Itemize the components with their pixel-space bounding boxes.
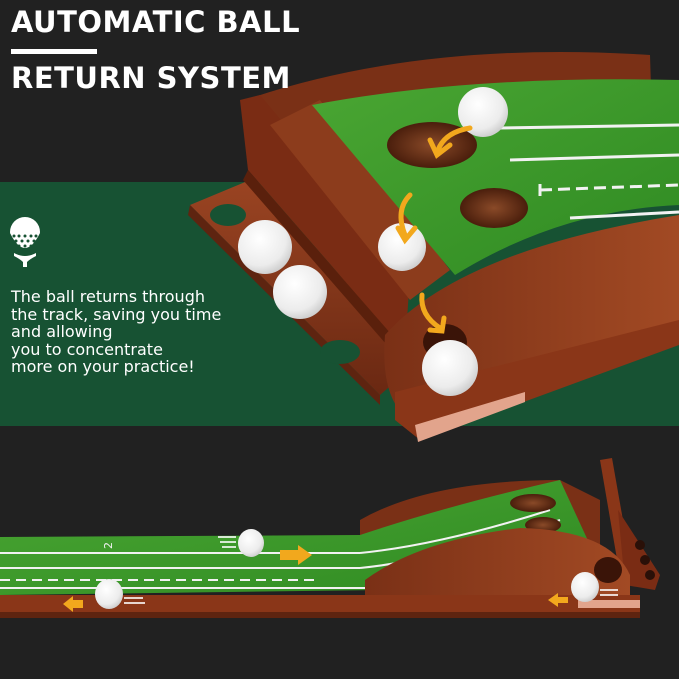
golf-ball bbox=[238, 220, 292, 274]
feature-description: The ball returns through the track, savi… bbox=[11, 288, 221, 376]
golf-ball bbox=[95, 579, 123, 609]
golf-ball bbox=[378, 223, 426, 271]
golf-ball bbox=[422, 340, 478, 396]
distance-marker: 2 bbox=[102, 542, 115, 549]
golf-ball-on-tee-icon bbox=[10, 217, 40, 267]
golf-ball bbox=[458, 87, 508, 137]
motion-lines-icon bbox=[124, 536, 618, 604]
headline-line-2: RETURN SYSTEM bbox=[11, 61, 291, 95]
headline-line-1: AUTOMATIC BALL bbox=[11, 5, 301, 39]
arrow-left-icon bbox=[548, 593, 568, 607]
golf-ball bbox=[238, 529, 264, 557]
description-line: you to concentrate bbox=[11, 339, 163, 359]
description-line: The ball returns through bbox=[11, 287, 205, 306]
arrow-left-icon bbox=[63, 596, 83, 612]
description-line: and allowing bbox=[11, 322, 113, 341]
curved-arrow-icon bbox=[395, 125, 473, 334]
description-line: the track, saving you time bbox=[11, 304, 222, 324]
bottom-putting-mat bbox=[0, 458, 660, 618]
golf-ball bbox=[273, 265, 327, 319]
description-line: more on your practice! bbox=[11, 357, 195, 376]
arrow-right-icon bbox=[280, 545, 312, 565]
golf-ball bbox=[571, 572, 599, 602]
headline-divider bbox=[11, 49, 97, 54]
